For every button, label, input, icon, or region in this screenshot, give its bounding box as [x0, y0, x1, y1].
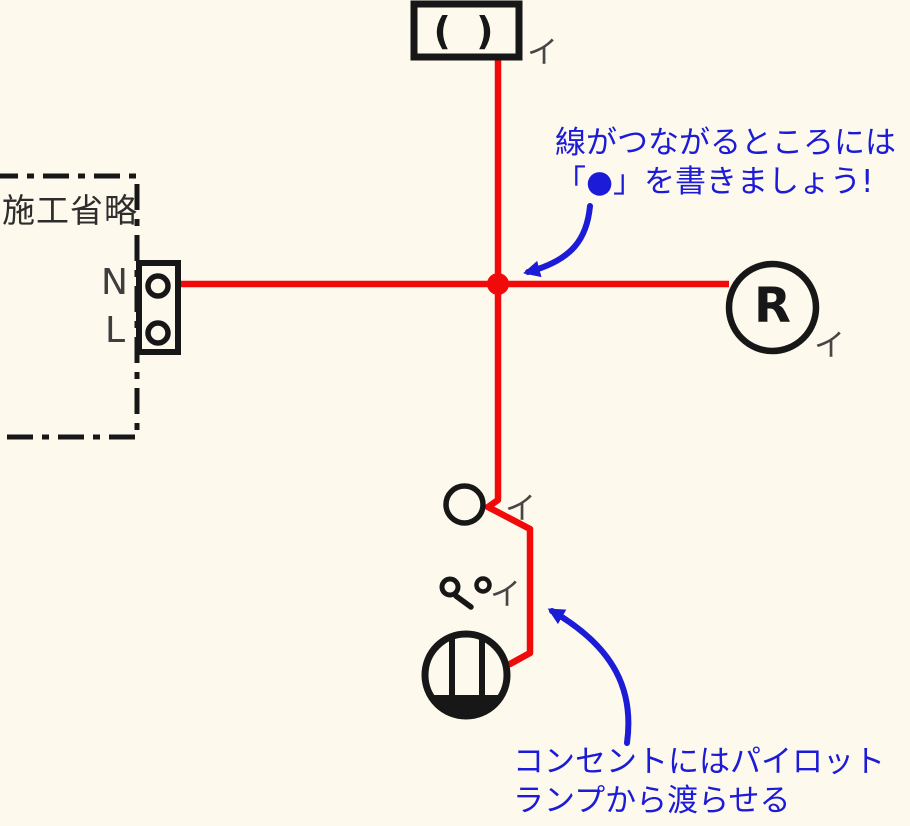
outlet-note-arrow — [547, 608, 632, 746]
switch-symbol — [439, 576, 492, 610]
lamp-receptacle-letter: R — [754, 278, 791, 334]
outlet-note: コンセントにはパイロット ランプから渡らせる — [513, 743, 885, 821]
ceiling-light-symbol — [410, 0, 523, 61]
outlet-note-line2: ランプから渡らせる — [513, 783, 791, 819]
outlet-note-line1: コンセントにはパイロット — [513, 744, 885, 780]
pilot-lamp-label: イ — [505, 491, 536, 527]
terminal-l-contact — [145, 320, 171, 346]
junction-note-line2: 「●」を書きましょう! — [555, 164, 874, 200]
terminal-n-label: N — [101, 262, 128, 303]
outlet-symbol — [421, 630, 511, 720]
pilot-lamp-symbol — [443, 483, 486, 526]
lamp-receptacle-symbol — [725, 260, 820, 355]
switch-label: イ — [490, 577, 521, 613]
wire-vertical — [484, 53, 534, 668]
junction-note-arrow — [523, 203, 593, 278]
terminal-block — [136, 260, 181, 355]
ceiling-light-parens: ( ) — [433, 8, 500, 53]
junction-note: 線がつながるところには 「●」を書きましょう! — [555, 124, 896, 202]
terminal-n-contact — [145, 273, 171, 299]
terminal-l-label: L — [105, 310, 126, 351]
junction-note-line1: 線がつながるところには — [555, 125, 896, 161]
power-source-title: 施工省略 — [2, 191, 138, 230]
ceiling-light-label: イ — [527, 35, 558, 71]
lamp-receptacle-label: イ — [814, 328, 845, 364]
junction-dot — [487, 273, 509, 295]
